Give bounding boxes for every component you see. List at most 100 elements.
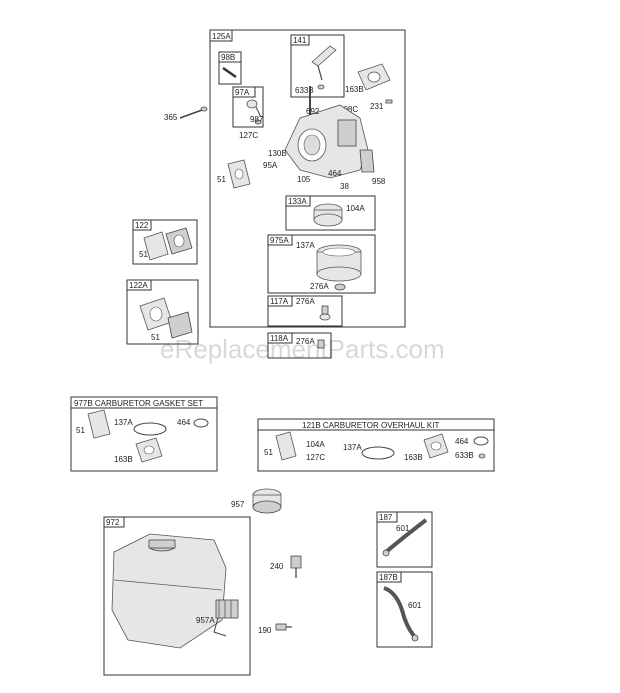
ok-label-127C: 127C xyxy=(306,453,325,462)
needle-97A-icon xyxy=(246,99,262,125)
group-972-tab xyxy=(103,516,125,528)
screw-365-icon xyxy=(179,106,208,119)
group-133A-box xyxy=(285,195,376,231)
label-190: 190 xyxy=(258,626,272,635)
gs-oring-464-icon xyxy=(193,418,209,428)
label-51c: 51 xyxy=(151,333,160,342)
gs-gasket-51-icon xyxy=(87,409,111,439)
fuel-cap-957-icon xyxy=(252,488,282,514)
ok-label-464: 464 xyxy=(455,437,469,446)
label-240: 240 xyxy=(270,562,284,571)
group-122A-label: 122A xyxy=(129,281,148,290)
group-187-box xyxy=(376,511,433,568)
ok-clip-633B-icon xyxy=(478,453,486,459)
group-98B-tab xyxy=(218,51,242,63)
gs-oring-137A-icon xyxy=(133,422,167,436)
ok-gasket-163B-icon xyxy=(423,433,449,459)
gasket-set-title: 977B CARBURETOR GASKET SET xyxy=(74,399,203,408)
label-957A: 957A xyxy=(196,616,215,625)
group-117A-label: 117A xyxy=(270,297,289,306)
gasket-set-header xyxy=(70,396,218,409)
gs-label-137A: 137A xyxy=(114,418,133,427)
group-141-tab xyxy=(290,34,310,46)
label-692: 692 xyxy=(306,107,320,116)
ok-oring-137A-icon xyxy=(361,446,395,460)
label-276A-b: 276A xyxy=(296,297,315,306)
label-130B: 130B xyxy=(268,149,287,158)
group-187-tab xyxy=(376,511,398,523)
group-141-box xyxy=(290,34,345,98)
group-97A-label: 97A xyxy=(235,88,250,97)
ok-gasket-51-icon xyxy=(275,431,297,461)
gs-label-51: 51 xyxy=(76,426,85,435)
bolt-117A-icon xyxy=(319,305,331,321)
group-122-box xyxy=(132,219,198,265)
screw-98B-icon xyxy=(222,66,237,79)
carburetor-body-icon xyxy=(284,86,375,179)
label-51b: 51 xyxy=(139,250,148,259)
group-187B-tab xyxy=(376,571,402,583)
overhaul-kit-header xyxy=(257,418,495,431)
ok-oring-464-icon xyxy=(473,436,489,446)
screw-231-icon xyxy=(385,99,393,104)
label-105: 105 xyxy=(297,175,311,184)
overhaul-kit-title: 121B CARBURETOR OVERHAUL KIT xyxy=(302,421,439,430)
group-118A-box xyxy=(267,332,332,359)
ok-label-163B: 163B xyxy=(404,453,423,462)
group-125A-label: 125A xyxy=(212,32,231,41)
gs-label-464: 464 xyxy=(177,418,191,427)
label-163B: 163B xyxy=(345,85,364,94)
group-187-label: 187 xyxy=(379,513,393,522)
label-464: 464 xyxy=(328,169,342,178)
label-108C: 108C xyxy=(339,105,358,114)
group-133A-label: 133A xyxy=(288,197,307,206)
group-975A-label: 975A xyxy=(270,236,289,245)
label-51a: 51 xyxy=(217,175,226,184)
fuel-line-187-icon xyxy=(382,518,428,557)
spacer-122-icon xyxy=(143,227,193,261)
group-125A-box xyxy=(209,29,406,328)
group-972-box xyxy=(103,516,251,676)
group-118A-tab xyxy=(267,332,293,344)
group-122-tab xyxy=(132,219,152,231)
label-104A: 104A xyxy=(346,204,365,213)
gs-gasket-163B-icon xyxy=(135,437,163,463)
bolt-118A-icon xyxy=(317,339,325,349)
ok-label-633B: 633B xyxy=(455,451,474,460)
group-187B-label: 187B xyxy=(379,573,398,582)
label-601b: 601 xyxy=(408,601,422,610)
label-957: 957 xyxy=(231,500,245,509)
label-127C: 127C xyxy=(239,131,258,140)
group-141-label: 141 xyxy=(293,36,307,45)
gasket-51-icon xyxy=(227,159,251,189)
float-bowl-975A-icon xyxy=(316,244,362,291)
ok-label-104A: 104A xyxy=(306,440,325,449)
label-633B: 633B xyxy=(295,86,314,95)
gasket-163B-icon xyxy=(357,63,391,91)
clamp-190-icon xyxy=(275,623,292,631)
label-137A: 137A xyxy=(296,241,315,250)
label-276A-a: 276A xyxy=(310,282,329,291)
label-601a: 601 xyxy=(396,524,410,533)
group-98B-label: 98B xyxy=(221,53,235,62)
valve-240-icon xyxy=(290,555,302,578)
label-38: 38 xyxy=(340,182,349,191)
group-972-label: 972 xyxy=(106,518,120,527)
group-118A-label: 118A xyxy=(270,334,289,343)
gs-label-163B: 163B xyxy=(114,455,133,464)
fuel-filter-957A-icon xyxy=(213,599,239,637)
fuel-tank-icon xyxy=(111,533,227,649)
label-95A: 95A xyxy=(263,161,278,170)
group-117A-tab xyxy=(267,295,293,307)
label-365: 365 xyxy=(164,113,178,122)
float-133A-icon xyxy=(313,203,343,227)
group-117A-box xyxy=(267,295,343,327)
watermark: eReplacementParts.com xyxy=(160,334,445,364)
spacer-122A-icon xyxy=(139,297,193,339)
group-125A-tab xyxy=(209,29,233,42)
shaft-141-icon xyxy=(311,45,337,90)
group-187B-box xyxy=(376,571,433,648)
group-97A-tab xyxy=(232,86,256,98)
label-231: 231 xyxy=(370,102,384,111)
